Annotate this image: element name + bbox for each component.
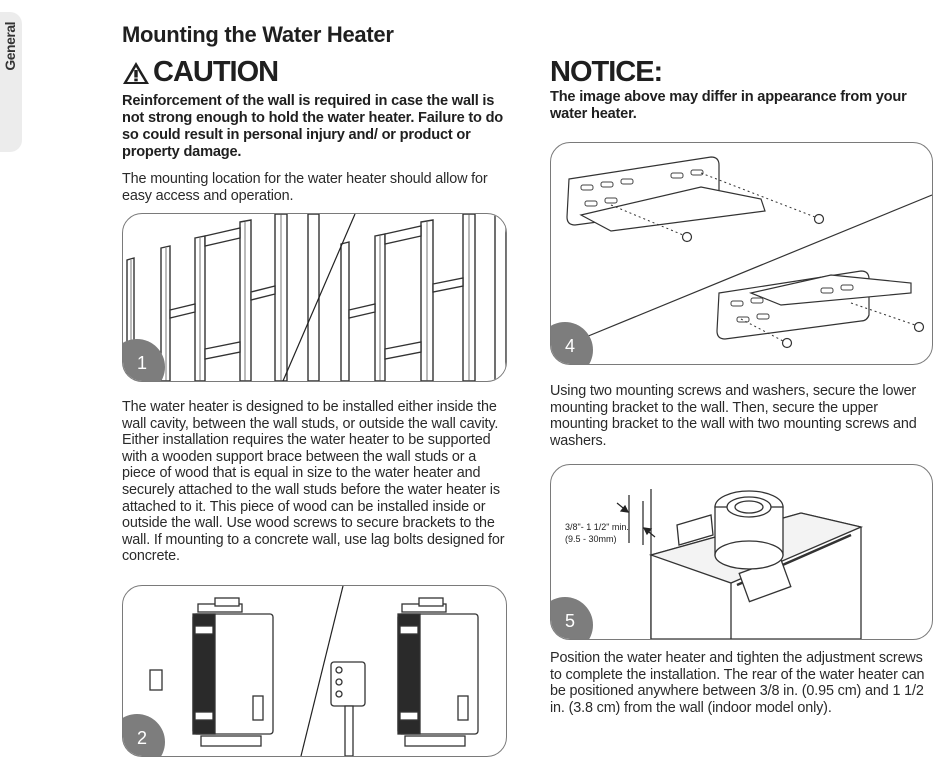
clearance-dimension-label: 3/8"- 1 1/2" min. (9.5 - 30mm) [565, 521, 629, 545]
location-paragraph: The mounting location for the water heat… [122, 171, 488, 204]
figure-number-badge: 5 [551, 597, 593, 639]
caution-heading: CAUTION [122, 56, 279, 89]
figure-5: 3/8"- 1 1/2" min. (9.5 - 30mm) 5 [550, 464, 933, 640]
notice-text: The image above may differ in appearance… [550, 89, 907, 122]
mounting-brackets-screws-illustration [566, 156, 932, 349]
figure-number: 1 [137, 353, 148, 373]
warning-triangle-icon [123, 61, 149, 84]
figure-number: 5 [565, 611, 576, 631]
position-paragraph: Position the water heater and tighten th… [550, 650, 925, 716]
wall-studs-illustration [126, 214, 506, 381]
section-tab-label: General [2, 22, 18, 71]
dimension-line-1: 3/8"- 1 1/2" min. [565, 522, 629, 532]
dimension-line-2: (9.5 - 30mm) [565, 534, 617, 544]
figure-number: 2 [137, 728, 148, 748]
water-heater-wall-mount-illustration [149, 586, 479, 756]
figure-1: 1 [122, 213, 507, 382]
install-paragraph: The water heater is designed to be insta… [122, 399, 505, 565]
water-heater-clearance-illustration [616, 489, 864, 639]
screws-paragraph: Using two mounting screws and washers, s… [550, 383, 917, 449]
notice-heading: NOTICE: [550, 56, 663, 88]
section-tab-general[interactable]: General [0, 12, 22, 152]
figure-number: 4 [565, 336, 576, 356]
page-title: Mounting the Water Heater [122, 22, 394, 47]
figure-4: 4 [550, 142, 933, 365]
figure-2: 2 [122, 585, 507, 757]
caution-text: Reinforcement of the wall is required in… [122, 93, 504, 160]
caution-label: CAUTION [153, 56, 279, 88]
